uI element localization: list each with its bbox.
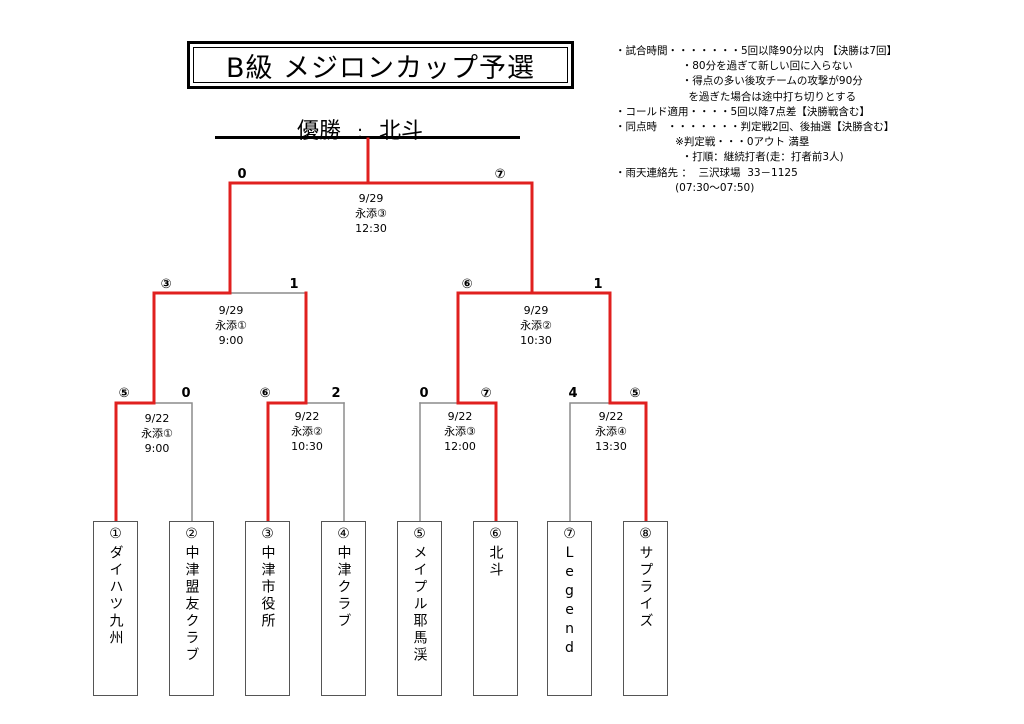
semi1-match-info: 9/29 永添① 9:00 [186,303,276,348]
r1m4-score-left: 4 [568,386,578,401]
team-name: ⑥北斗 [487,526,504,579]
team-name: ⑤メイプル耶馬渓 [411,526,428,664]
team-name: ②中津盟友クラブ [183,526,200,664]
winner-team: 北斗 [379,119,424,144]
final-score-left: 0 [237,167,247,182]
match-venue: 永添① [215,319,247,332]
winner-separator: : [356,122,364,143]
match-date: 9/22 [294,410,320,423]
page-title: B級 メジロンカップ予選 [193,47,568,84]
team-box-1: ①ダイハツ九州 [93,521,138,696]
match-date: 9/29 [358,192,384,205]
r1m2-match-info: 9/22 永添② 10:30 [262,409,352,454]
r1m4-score-right: ⑤ [629,386,641,401]
match-venue: 永添④ [595,425,627,438]
rules-notes: ・試合時間・・・・・・・5回以降90分以内 【決勝は7回】 ・80分を過ぎて新し… [615,44,897,196]
winner-path [366,181,534,523]
semi2-score-left: ⑥ [461,277,473,292]
note-line: を過ぎた場合は途中打ち切りとする [615,90,857,103]
match-time: 10:30 [520,334,552,347]
team-box-3: ③中津市役所 [245,521,290,696]
match-date: 9/22 [447,410,473,423]
note-line: ・打順：継続打者(走：打者前3人) [615,151,844,164]
note-line: ・同点時 ・・・・・・・判定戦2回、後抽選【決勝含む】 [615,121,895,134]
match-time: 13:30 [595,440,627,453]
semi1-score-left: ③ [160,277,172,292]
winner-path [114,137,370,523]
match-venue: 永添② [520,319,552,332]
match-time: 10:30 [291,440,323,453]
r1m4-match-info: 9/22 永添④ 13:30 [566,409,656,454]
winner-banner: 優勝: 北斗 [240,113,480,145]
match-time: 9:00 [144,442,170,455]
note-line: ・雨天連絡先 ： 三沢球場 33－1125 [615,166,798,179]
match-time: 9:00 [218,334,244,347]
match-time: 12:00 [444,440,476,453]
r1m1-score-left: ⑤ [118,386,130,401]
note-line: ・試合時間・・・・・・・5回以降90分以内 【決勝は7回】 [615,45,898,57]
match-date: 9/29 [523,304,549,317]
match-date: 9/22 [598,410,624,423]
team-box-4: ④中津クラブ [321,521,366,696]
note-line: ・コールド適用・・・・5回以降7点差【決勝戦含む】 [615,105,870,118]
note-line: (07:30～07:50) [615,181,755,194]
match-date: 9/22 [144,412,170,425]
winner-path [266,291,308,523]
team-name: ①ダイハツ九州 [107,526,124,647]
r1m1-score-right: 0 [181,386,191,401]
team-box-6: ⑥北斗 [473,521,518,696]
match-venue: 永添② [291,425,323,438]
winner-label: 優勝 [296,119,341,144]
r1m3-score-right: ⑦ [480,386,492,401]
winner-lines [114,137,648,523]
match-venue: 永添③ [444,425,476,438]
semi1-score-right: 1 [289,277,299,292]
match-time: 12:30 [355,222,387,235]
r1m2-score-right: 2 [331,386,341,401]
note-line: ※判定戦・・・0アウト 満塁 [615,136,810,149]
semi2-match-info: 9/29 永添② 10:30 [491,303,581,348]
r1m2-score-left: ⑥ [259,386,271,401]
note-line: ・得点の多い後攻チームの攻撃が90分 [615,75,863,88]
final-match-info: 9/29 永添③ 12:30 [326,191,416,236]
team-box-8: ⑧サプライズ [623,521,668,696]
winner-path [530,291,648,523]
r1m3-match-info: 9/22 永添③ 12:00 [415,409,505,454]
team-name: ⑦Legend [561,526,578,659]
team-box-7: ⑦Legend [547,521,592,696]
match-date: 9/29 [218,304,244,317]
team-name: ⑧サプライズ [637,526,654,630]
team-box-2: ②中津盟友クラブ [169,521,214,696]
note-line: ・80分を過ぎて新しい回に入らない [615,60,853,73]
semi2-score-right: 1 [593,277,603,292]
title-box: B級 メジロンカップ予選 [187,41,574,89]
match-venue: 永添① [141,427,173,440]
r1m3-score-left: 0 [419,386,429,401]
team-box-5: ⑤メイプル耶馬渓 [397,521,442,696]
match-venue: 永添③ [355,207,387,220]
r1m1-match-info: 9/22 永添① 9:00 [112,411,202,456]
team-name: ③中津市役所 [259,526,276,630]
final-score-right: ⑦ [494,167,506,182]
team-name: ④中津クラブ [335,526,352,630]
